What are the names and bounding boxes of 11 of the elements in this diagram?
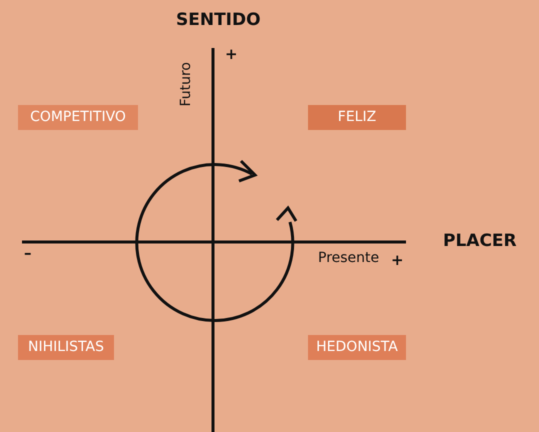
plus-sign: + bbox=[391, 251, 404, 269]
axis-label: Presente bbox=[318, 250, 380, 266]
quadrant-label: FELIZ bbox=[308, 105, 406, 130]
axis-title: PLACER bbox=[443, 231, 517, 251]
quadrant-label: COMPETITIVO bbox=[18, 105, 138, 130]
plus-sign: + bbox=[225, 45, 238, 63]
axis-label: Futuro bbox=[178, 62, 194, 107]
quadrant-label: NIHILISTAS bbox=[18, 335, 114, 360]
minus-sign: – bbox=[24, 244, 32, 262]
axis-title: SENTIDO bbox=[176, 10, 261, 30]
quadrant-label: HEDONISTA bbox=[308, 335, 406, 360]
